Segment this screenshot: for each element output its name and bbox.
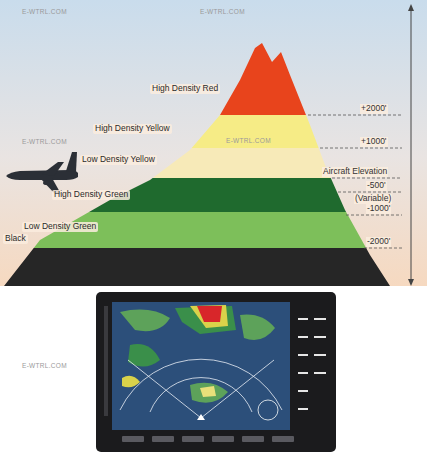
band-label: Low Density Yellow	[80, 155, 157, 165]
band-label: High Density Green	[52, 190, 130, 200]
band-label: Black	[3, 234, 28, 244]
sky-ground	[0, 0, 427, 286]
altitude-label: Aircraft Elevation	[322, 167, 388, 177]
altitude-label: -2000'	[366, 237, 391, 247]
terrain-bands	[0, 0, 427, 288]
altitude-label: -1000'	[366, 204, 391, 214]
watermark: E-WTRL.COM	[22, 138, 67, 145]
altitude-label: -500'	[366, 181, 387, 191]
radar-display	[96, 292, 336, 452]
watermark: E-WTRL.COM	[22, 362, 67, 369]
band-label: High Density Yellow	[93, 124, 172, 134]
altitude-label: +1000'	[360, 137, 388, 147]
watermark: E-WTRL.COM	[200, 8, 245, 15]
range-arrow	[408, 4, 414, 286]
altitude-lines	[308, 115, 402, 248]
altitude-label: +2000'	[360, 104, 388, 114]
watermark: E-WTRL.COM	[22, 8, 67, 15]
band-label: Low Density Green	[22, 222, 98, 232]
altitude-label: (Variable)	[354, 194, 392, 204]
watermark: E-WTRL.COM	[226, 137, 271, 144]
band-label: High Density Red	[150, 84, 220, 94]
aircraft-silhouette	[6, 152, 78, 194]
